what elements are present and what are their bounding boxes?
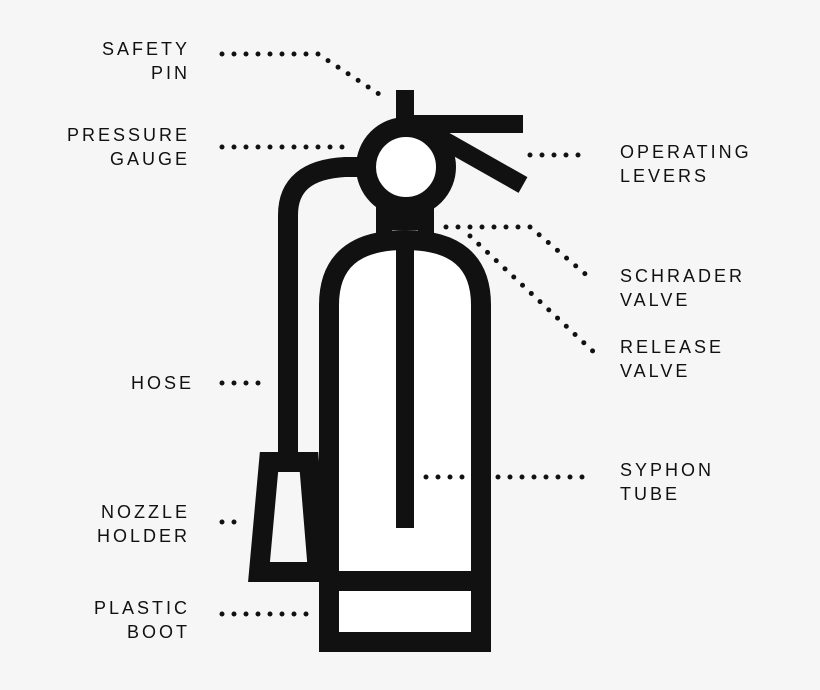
label-hose-line1: HOSE — [130, 373, 194, 393]
label-pressure-gauge: PRESSURE GAUGE — [67, 123, 190, 171]
label-operating-levers: OPERATING LEVERS — [620, 140, 752, 188]
label-syphon-tube-line1: SYPHON — [620, 460, 715, 480]
hose — [278, 157, 362, 455]
label-nozzle-holder: NOZZLE HOLDER — [97, 500, 190, 548]
leader-schrader-valve — [443, 224, 593, 281]
label-pressure-gauge-line1: PRESSURE — [66, 125, 190, 145]
label-nozzle-holder-line2: HOLDER — [96, 526, 190, 546]
leader-safety-pin — [219, 51, 391, 103]
label-safety-pin: SAFETY PIN — [102, 37, 190, 85]
pressure-gauge — [356, 117, 456, 217]
label-release-valve-line2: VALVE — [620, 361, 691, 381]
label-release-valve-line1: RELEASE — [620, 337, 725, 357]
nozzle-holder — [248, 452, 329, 582]
label-release-valve: RELEASE VALVE — [620, 335, 724, 383]
label-plastic-boot-line2: BOOT — [126, 622, 190, 642]
extinguisher-illustration — [248, 90, 528, 652]
leader-release-valve — [467, 233, 601, 359]
label-schrader-valve: SCHRADER VALVE — [620, 264, 745, 312]
label-syphon-tube: SYPHON TUBE — [620, 458, 714, 506]
label-operating-levers-line1: OPERATING — [620, 142, 752, 162]
label-safety-pin-line2: PIN — [150, 63, 190, 83]
label-safety-pin-line1: SAFETY — [101, 39, 190, 59]
label-pressure-gauge-line2: GAUGE — [109, 149, 190, 169]
operating-lever-lower — [435, 130, 528, 193]
label-hose: HOSE — [131, 371, 194, 395]
label-nozzle-holder-line1: NOZZLE — [100, 502, 190, 522]
label-syphon-tube-line2: TUBE — [620, 484, 681, 504]
leader-lines — [219, 51, 601, 617]
label-schrader-valve-line1: SCHRADER — [620, 266, 746, 286]
label-schrader-valve-line2: VALVE — [620, 290, 691, 310]
label-plastic-boot: PLASTIC BOOT — [94, 596, 190, 644]
label-plastic-boot-line1: PLASTIC — [93, 598, 190, 618]
label-operating-levers-line2: LEVERS — [620, 166, 710, 186]
